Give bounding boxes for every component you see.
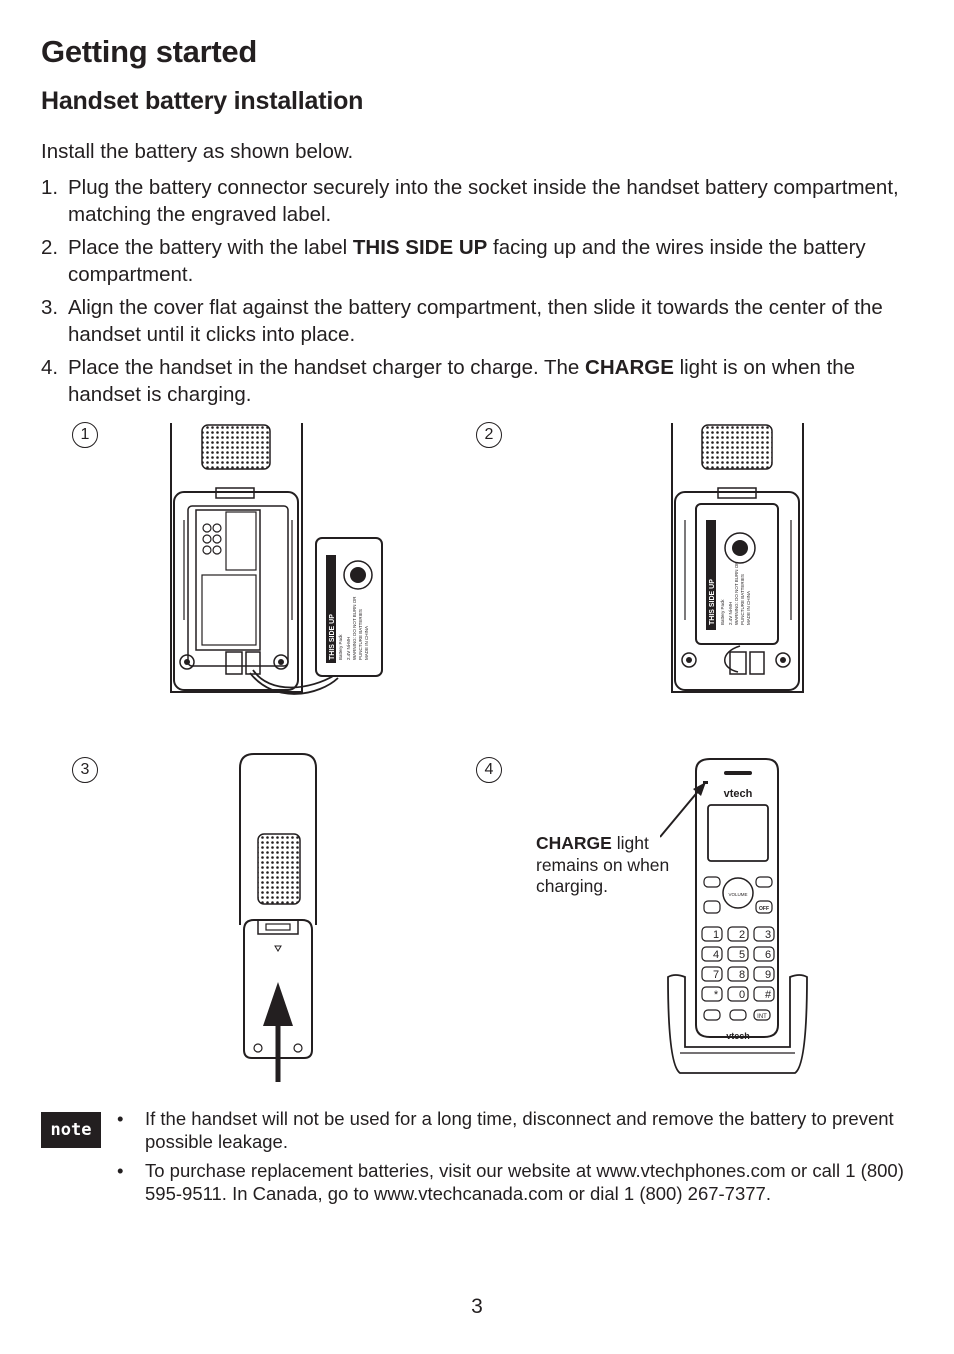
keypad-key [701, 946, 723, 962]
step-text: Place the handset in the handset charger… [68, 356, 586, 379]
step-number: 4. [41, 356, 59, 379]
brand-logo: vtech [724, 788, 753, 800]
intro-text: Install the battery as shown below. [41, 140, 354, 163]
keypad-key [753, 966, 775, 982]
keypad-key-label: 2 [739, 929, 745, 941]
keypad-key-label: 8 [739, 969, 745, 981]
keypad-key-label: * [714, 989, 719, 1001]
volume-label: VOLUME [728, 892, 747, 897]
battery-label: THIS SIDE UP [709, 579, 716, 625]
figure-marker-3: 3 [72, 757, 98, 783]
keypad-key-label: 3 [765, 929, 771, 941]
int-key-label: INT [757, 1014, 767, 1020]
battery-small-text: Battery Pack [720, 599, 725, 625]
section-title: Handset battery installation [41, 87, 364, 115]
list-item: • If the handset will not be used for a … [113, 1108, 913, 1153]
battery-label: THIS SIDE UP [329, 614, 336, 660]
figure-marker-2: 2 [476, 422, 502, 448]
charge-caption: CHARGE light remains on when charging. [536, 833, 696, 898]
page-number: 3 [471, 1295, 483, 1318]
battery-small-text: WARNING: DO NOT BURN OR [352, 596, 357, 660]
steps-list: 1. Plug the battery connector securely i… [41, 174, 921, 414]
keypad-key [727, 926, 749, 942]
list-item: 2. Place the battery with the label THIS… [41, 234, 921, 288]
keypad-key-label: 5 [739, 949, 745, 961]
battery-small-text: 2.4V Ni-MH [346, 637, 351, 660]
keypad-key-label: # [765, 989, 772, 1001]
battery-small-text: Battery Pack [338, 634, 343, 660]
keypad-key [753, 946, 775, 962]
bullet-icon: • [117, 1108, 124, 1129]
figure-2-battery-placed: THIS SIDE UP Battery Pack 2.4V Ni-MH WAR… [671, 423, 804, 693]
keypad-key [727, 946, 749, 962]
keypad-key [701, 986, 723, 1002]
keypad: 1 2 3 4 5 6 7 8 9 * 0 # [701, 926, 775, 1002]
step-bold: THIS SIDE UP [352, 236, 488, 259]
step-text: facing up and the wires inside the batte… [68, 236, 866, 286]
caption-text: light remains on when charging. [536, 833, 670, 896]
off-key-label: OFF [759, 906, 769, 912]
keypad-key [701, 926, 723, 942]
list-item: 3. Align the cover flat against the batt… [41, 294, 921, 348]
list-item: 4. Place the handset in the handset char… [41, 354, 921, 408]
step-bold: CHARGE [585, 356, 674, 379]
step-number: 2. [41, 236, 59, 259]
step-number: 3. [41, 296, 59, 319]
list-item: 1. Plug the battery connector securely i… [41, 174, 921, 228]
battery-small-text: PUNCTURE BATTERIES [740, 574, 745, 625]
battery-small-text: WARNING: DO NOT BURN OR [734, 561, 739, 625]
step-text: light is on when the handset is charging… [68, 356, 856, 406]
page-title: Getting started [41, 34, 257, 69]
charger-brand-logo: vtech [726, 1031, 750, 1041]
bullet-icon: • [117, 1160, 124, 1181]
battery-small-text: MADE IN CHINA [746, 591, 751, 625]
notes-list: • If the handset will not be used for a … [113, 1108, 913, 1212]
keypad-key [701, 966, 723, 982]
list-item: • To purchase replacement batteries, vis… [113, 1160, 913, 1205]
keypad-key-label: 7 [713, 969, 719, 981]
figure-marker-1: 1 [72, 422, 98, 448]
keypad-key [727, 986, 749, 1002]
step-number: 1. [41, 176, 59, 199]
keypad-key-label: 1 [713, 929, 719, 941]
keypad-key-label: 9 [765, 969, 771, 981]
keypad-key [753, 926, 775, 942]
caption-bold: CHARGE [536, 833, 612, 853]
figure-1-battery-connect: THIS SIDE UP Battery Pack 2.4V Ni-MH WAR… [170, 423, 383, 695]
step-text: Place the battery with the label [68, 236, 353, 259]
battery-small-text: MADE IN CHINA [364, 626, 369, 660]
battery-small-text: 2.4V Ni-MH [728, 602, 733, 625]
step-text: Align the cover flat against the battery… [68, 296, 883, 346]
keypad-key-label: 4 [713, 949, 719, 961]
step-text: Plug the battery connector securely into… [68, 176, 899, 226]
note-text: To purchase replacement batteries, visit… [145, 1160, 904, 1204]
note-badge: note [41, 1112, 101, 1148]
note-text: If the handset will not be used for a lo… [145, 1108, 894, 1152]
figure-marker-4: 4 [476, 757, 502, 783]
figure-4-handset-charger: vtech VOLUME OFF 1 2 3 4 5 6 7 8 9 * 0 # INT vtech [660, 758, 808, 1074]
keypad-key-label: 6 [765, 949, 771, 961]
keypad-key [753, 986, 775, 1002]
battery-small-text: PUNCTURE BATTERIES [358, 609, 363, 660]
keypad-key-label: 0 [739, 989, 745, 1001]
figure-3-cover-slide [239, 753, 317, 1082]
keypad-key [727, 966, 749, 982]
